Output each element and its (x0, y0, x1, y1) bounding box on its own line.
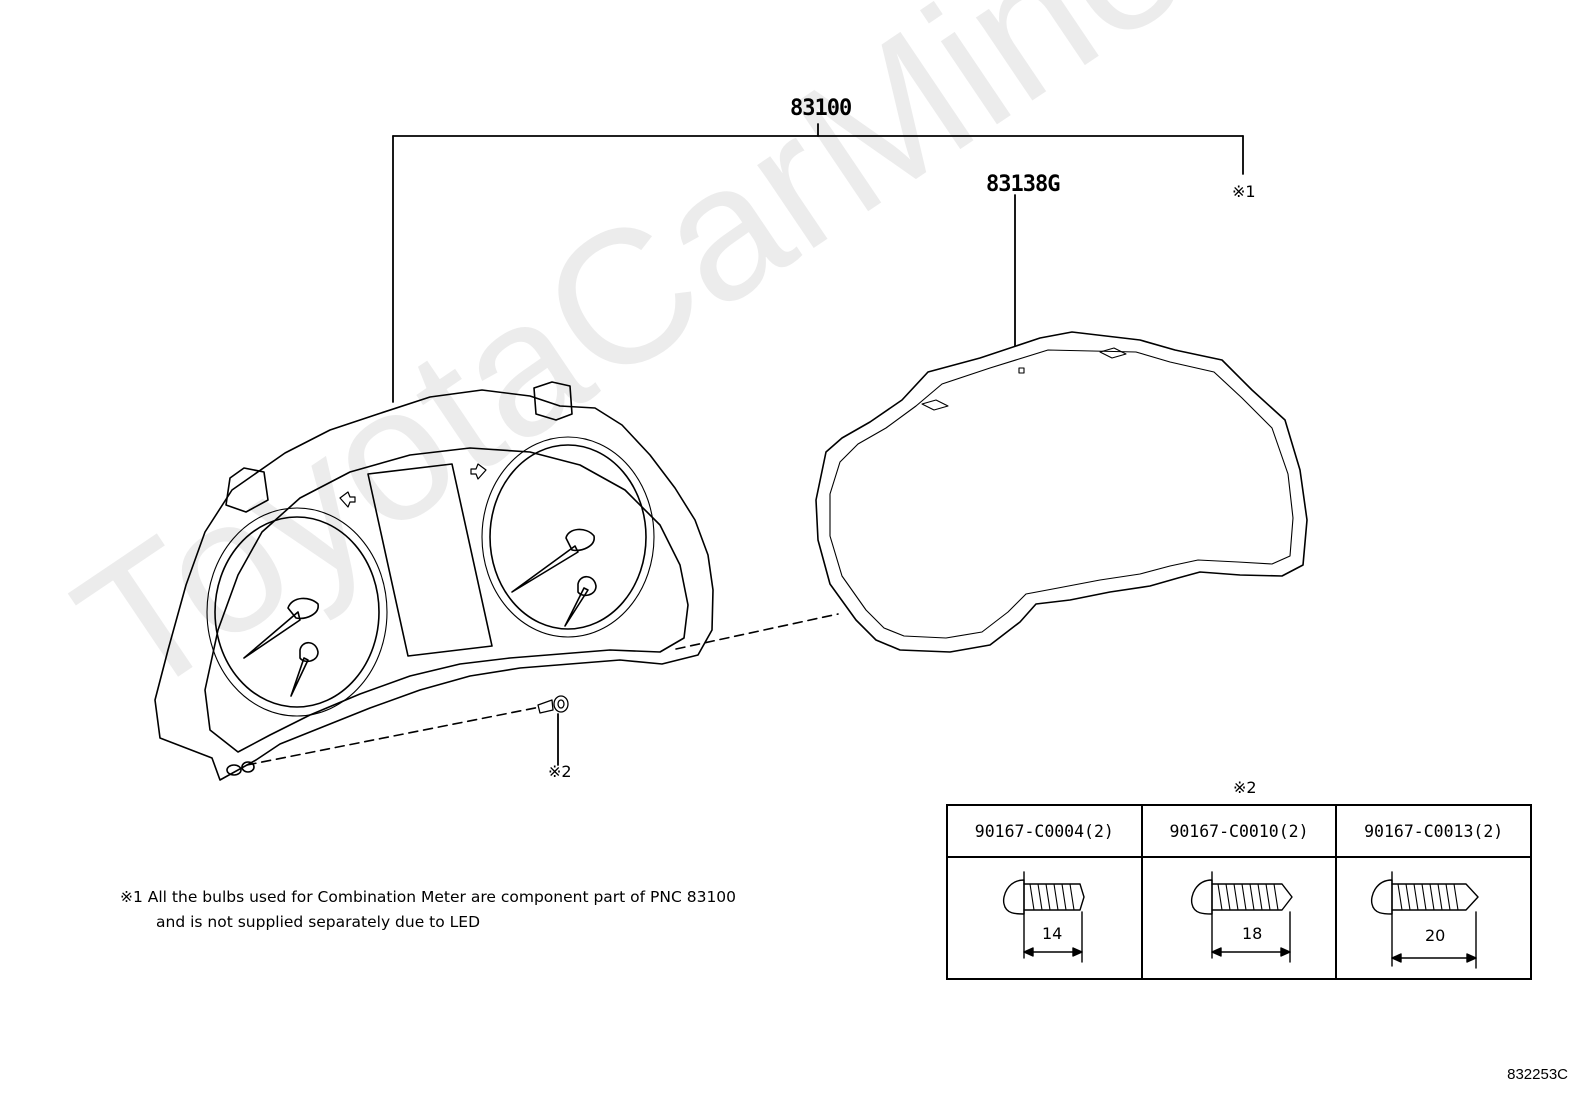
meter-glass-inner (829, 349, 1294, 639)
screw-table-image-row (946, 856, 1532, 980)
label-ref2: ※2 (548, 762, 572, 781)
label-ref2-table: ※2 (1233, 778, 1257, 797)
mounting-tab-left (225, 467, 269, 513)
screw-length: 20 (1425, 926, 1446, 945)
combination-meter-drawing (154, 381, 714, 781)
screw-cell (1140, 856, 1338, 980)
screw-part-number: 90167-C0010(2) (1140, 804, 1338, 858)
multi-info-display (367, 463, 493, 657)
screw-cell (1335, 856, 1532, 980)
speedometer-needle (511, 545, 579, 593)
screw-length: 14 (1042, 924, 1063, 943)
screw-cell (946, 856, 1143, 980)
tachometer-dial (214, 516, 380, 708)
illustration-code: 832253C (1507, 1066, 1568, 1083)
label-ref1: ※1 (1232, 182, 1256, 201)
screw-part-number: 90167-C0013(2) (1335, 804, 1532, 858)
meter-glass-drawing (815, 331, 1308, 653)
speedometer-dial (489, 444, 647, 630)
footnote-line2: and is not supplied separately due to LE… (156, 913, 481, 931)
screw-table: 90167-C0004(2) 90167-C0010(2) 90167-C001… (946, 804, 1532, 980)
assembly-dashes (246, 613, 839, 766)
mount-boss (226, 764, 242, 776)
tachometer-needle (243, 611, 301, 659)
fuel-needle (290, 657, 309, 697)
label-83138g: 83138G (986, 172, 1060, 197)
leader-lines (392, 123, 1244, 766)
screw-drawing (537, 695, 569, 714)
meter-housing-outline (154, 389, 714, 781)
screw-table-header-row: 90167-C0004(2) 90167-C0010(2) 90167-C001… (946, 804, 1532, 858)
mounting-tab-right (533, 381, 573, 421)
meter-glass-outline (815, 331, 1308, 653)
screw-length: 18 (1242, 924, 1263, 943)
temp-needle (564, 587, 589, 627)
meter-inner-rim (204, 447, 689, 753)
footnote-line1: ※1 All the bulbs used for Combination Me… (120, 888, 737, 906)
screw-part-number: 90167-C0004(2) (946, 804, 1143, 858)
label-83100: 83100 (790, 96, 852, 121)
